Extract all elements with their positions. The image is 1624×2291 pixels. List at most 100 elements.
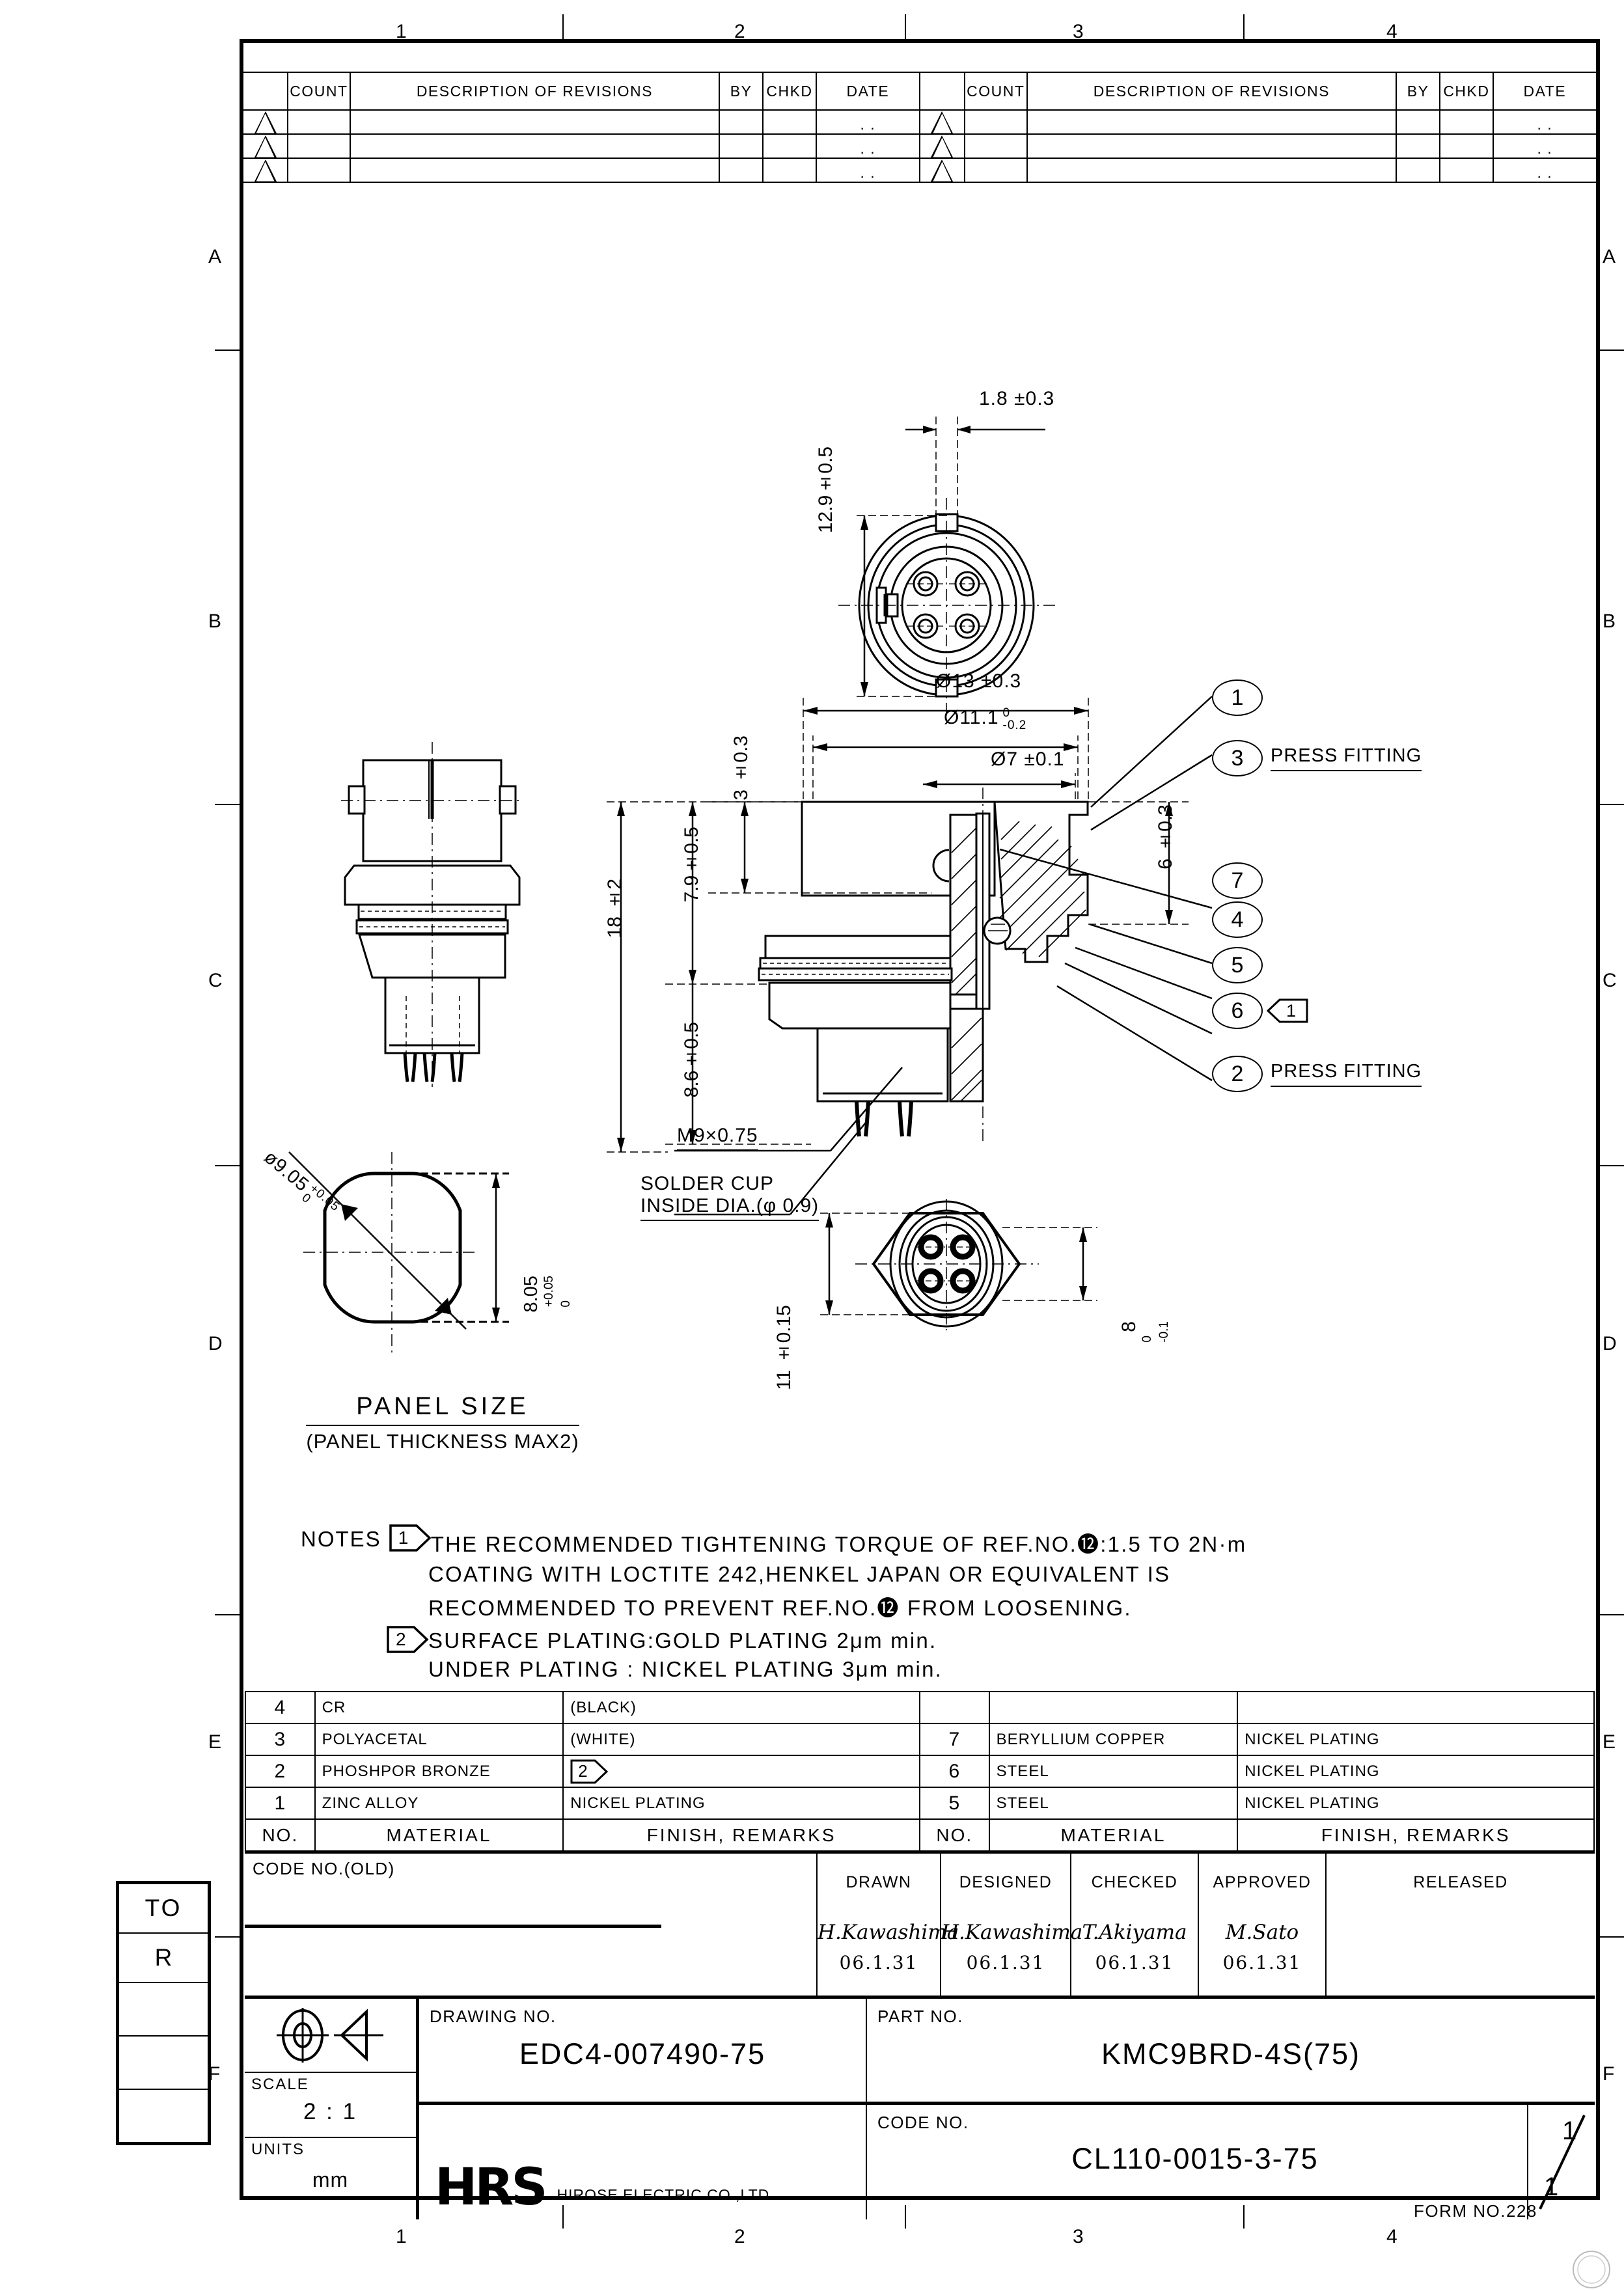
zone-tick-left-ab (215, 350, 241, 351)
rev-count-left-2 (287, 133, 351, 159)
material-table: 4 CR (BLACK) 3 POLYACETAL (WHITE) 7 BERY… (245, 1691, 1595, 1852)
cross-section-geometry (758, 788, 1089, 1146)
rev-header-count-r (918, 72, 966, 111)
to-r-block: TO R (116, 1881, 211, 2145)
mat-header-finish-right: FINISH, REMARKS (1237, 1818, 1595, 1852)
mat-material-left-4: CR (314, 1691, 564, 1724)
notes-flag-1-number: 1 (398, 1528, 409, 1548)
zone-letter-right-f: F (1603, 2063, 1616, 2085)
approval-col-designed: DESIGNED H.Kawashima 06.1.31 (941, 1854, 1083, 1996)
mat-material-right-2: STEEL (988, 1755, 1239, 1788)
to-r-cell-5 (119, 2090, 208, 2142)
dim-across-flats-tol-upper: 0 (1140, 1336, 1154, 1343)
mat-header-finish-left: FINISH, REMARKS (562, 1818, 920, 1852)
rev-header-count-l (241, 72, 289, 111)
balloon-2-note: PRESS FITTING (1271, 1061, 1422, 1087)
part-no-cell: PART NO. KMC9BRD-4S(75) (867, 1999, 1595, 2102)
balloon-2: 2 PRESS FITTING (1212, 1056, 1422, 1092)
mat-no-right-2: 6 (918, 1755, 990, 1788)
mat-no-left-3: 3 (245, 1723, 316, 1756)
column-tick-bottom-2 (905, 2205, 906, 2229)
panel-size-subtitle: (PANEL THICKNESS MAX2) (306, 1430, 579, 1453)
zone-tick-right-ab (1599, 350, 1624, 351)
mat-no-left-2: 2 (245, 1755, 316, 1788)
rev-header-desc-right: DESCRIPTION OF REVISIONS (1026, 72, 1397, 111)
mat-finish-left-3: (WHITE) (562, 1723, 920, 1756)
notes-line-2: COATING WITH LOCTITE 242,HENKEL JAPAN OR… (428, 1562, 1171, 1586)
code-no-old-blank (245, 1928, 816, 1996)
zone-letter-left-c: C (208, 970, 223, 991)
column-number-top-4: 4 (1386, 21, 1398, 42)
to-r-cell-4 (119, 2037, 208, 2090)
balloon-4: 4 (1212, 901, 1263, 938)
rev-header-count-left: COUNT (287, 72, 351, 111)
rev-desc-left-1 (349, 109, 721, 135)
balloon-4-number: 4 (1231, 907, 1244, 932)
mat-material-right-1: STEEL (988, 1787, 1239, 1820)
dim-panel-flat: 8.05 (521, 1276, 542, 1313)
rev-by-right-2 (1396, 133, 1441, 159)
sheet-number-total: 1 (1544, 2173, 1560, 2201)
drawing-no-cell: DRAWING NO. EDC4-007490-75 (419, 1999, 867, 2102)
rev-date-left-1: . . (815, 109, 920, 135)
dim-across-flats-group: 8 0 -0.1 (1118, 1321, 1172, 1346)
rev-flag-left-1 (241, 109, 289, 135)
rev-desc-right-3 (1026, 158, 1397, 183)
label-solder-cup-line2: INSIDE DIA.(φ 0.9) (640, 1195, 819, 1221)
signature-date-designed: 06.1.31 (966, 1952, 1045, 1973)
notes-flag-2-number: 2 (396, 1629, 407, 1649)
mat-no-right-4 (918, 1691, 990, 1724)
company-logo-cell: HRS HIROSE ELECTRIC CO.,LTD. (419, 2105, 867, 2219)
rev-by-left-1 (719, 109, 764, 135)
dim-across-corners: 11 ±0.15 (773, 1305, 795, 1390)
revision-row: . . . . (241, 133, 1598, 159)
rev-desc-left-2 (349, 133, 721, 159)
mat-material-left-2: PHOSHPOR BRONZE (314, 1755, 564, 1788)
scale-cell: SCALE 2 : 1 (245, 2073, 416, 2138)
front-view-dim-width (905, 417, 1045, 521)
signature-designed: H.Kawashima (941, 1921, 1083, 1944)
zone-tick-right-de (1599, 1614, 1624, 1615)
code-no-label: CODE NO. (877, 2113, 969, 2132)
section-dimensions (607, 696, 1189, 1153)
rev-by-left-3 (719, 158, 764, 183)
balloon-1: 1 (1212, 679, 1263, 716)
rev-header-chkd-left: CHKD (762, 72, 817, 111)
rev-header-date-right: DATE (1492, 72, 1598, 111)
code-no-old-value (245, 1879, 816, 1925)
zone-tick-left-bc (215, 804, 241, 805)
corner-stamp (1571, 2249, 1612, 2290)
dim-front-width: 1.8 ±0.3 (979, 388, 1055, 409)
signature-date-drawn: 06.1.31 (839, 1952, 918, 1973)
zone-letter-left-b: B (208, 610, 223, 632)
panel-size-caption: PANEL SIZE (PANEL THICKNESS MAX2) (306, 1393, 579, 1453)
rev-chkd-left-1 (762, 109, 817, 135)
zone-letter-left-f: F (208, 2063, 221, 2085)
mat-header-no-right: NO. (918, 1818, 990, 1852)
balloon-leader-lines (999, 696, 1213, 1082)
rev-by-left-2 (719, 133, 764, 159)
rev-header-date-left: DATE (815, 72, 920, 111)
to-r-cell-r: R (119, 1934, 208, 1983)
mat-material-right-4 (988, 1691, 1239, 1724)
rev-count-right-2 (964, 133, 1028, 159)
notes-line-3: RECOMMENDED TO PREVENT REF.NO.⓬ FROM LOO… (428, 1596, 1132, 1620)
dim-panel-flat-tol-upper: +0.05 (542, 1276, 556, 1308)
dim-right-6: 6 ±0.3 (1155, 804, 1176, 870)
dim-front-height: 12.9±0.5 (815, 446, 836, 534)
rev-flag-left-3 (241, 158, 289, 183)
rev-count-right-1 (964, 109, 1028, 135)
notes-line-1: THE RECOMMENDED TIGHTENING TORQUE OF REF… (430, 1532, 1247, 1556)
signature-date-checked: 06.1.31 (1095, 1952, 1174, 1973)
rev-date-right-2: . . (1492, 133, 1598, 159)
rev-header-by-left: BY (719, 72, 764, 111)
to-r-cell-3 (119, 1983, 208, 2037)
title-block: CODE NO.(OLD) DRAWN H.Kawashima 06.1.31 … (245, 1850, 1595, 2219)
signature-released (1327, 1892, 1595, 1921)
dim-inner-dia: Ø7 ±0.1 (991, 748, 1065, 770)
front-view-geometry (838, 498, 1055, 715)
material-row: 3 POLYACETAL (WHITE) 7 BERYLLIUM COPPER … (245, 1723, 1595, 1756)
approval-header-checked: CHECKED (1091, 1873, 1178, 1891)
balloon-6: 6 1 (1212, 993, 1308, 1029)
side-elevation-geometry (341, 742, 523, 1087)
